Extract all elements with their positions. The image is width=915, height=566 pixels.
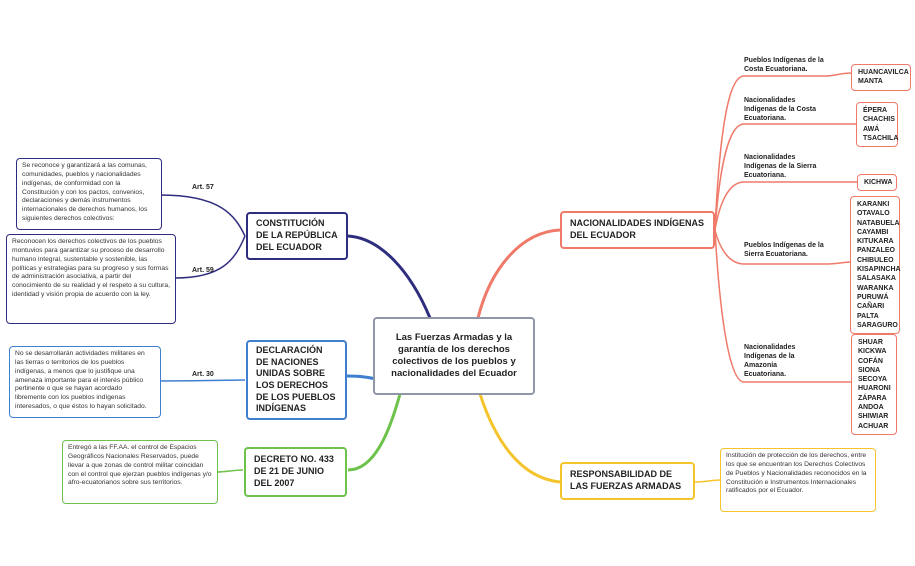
edge-nac-g3 bbox=[714, 181, 745, 231]
central-topic-label: Las Fuerzas Armadas y la garantía de los… bbox=[391, 332, 517, 379]
edge-constitucion-art57 bbox=[159, 194, 246, 237]
list-item: NATABUELA bbox=[857, 219, 900, 227]
edge-central-constitucion bbox=[347, 234, 432, 319]
list-item: TSACHILA bbox=[863, 134, 899, 142]
edge-central-nacionalidades bbox=[476, 228, 561, 319]
list-item: HUARONI bbox=[858, 385, 891, 393]
list-sierra-nacionalidades[interactable]: KICHWA bbox=[857, 174, 897, 192]
edge-decreto-note bbox=[216, 469, 244, 473]
responsabilidad-node[interactable]: RESPONSABILIDAD DE LAS FUERZAS ARMADAS bbox=[560, 462, 695, 500]
edge-nac-g2 bbox=[714, 123, 745, 231]
group-label-costa-nacionalidades: Nacionalidades Indígenas de la Costa Ecu… bbox=[744, 97, 816, 123]
list-item: OTAVALO bbox=[857, 210, 890, 218]
edge-g1-list bbox=[744, 72, 853, 77]
responsabilidad-text: Institución de protección de los derecho… bbox=[726, 452, 867, 495]
list-item: KICHWA bbox=[864, 179, 893, 186]
list-item: COFÁN bbox=[858, 357, 883, 365]
list-item: CHIBULEO bbox=[857, 256, 894, 264]
list-item: SALASAKA bbox=[857, 275, 896, 283]
list-item: KITUKARA bbox=[857, 238, 894, 246]
list-item: AWÁ bbox=[863, 125, 880, 133]
edge-declaracion-art30 bbox=[159, 379, 246, 382]
list-item: SARAGURO bbox=[857, 321, 898, 329]
art59-note[interactable]: Reconocen los derechos colectivos de los… bbox=[6, 234, 176, 324]
nacionalidades-node[interactable]: NACIONALIDADES INDÍGENAS DEL ECUADOR bbox=[560, 211, 715, 249]
decreto-node[interactable]: DECRETO NO. 433 DE 21 DE JUNIO DEL 2007 bbox=[244, 447, 347, 497]
constitucion-node[interactable]: CONSTITUCIÓN DE LA REPÚBLICA DEL ECUADOR bbox=[246, 212, 348, 260]
nacionalidades-label: NACIONALIDADES INDÍGENAS DEL ECUADOR bbox=[570, 218, 705, 240]
art57-text: Se reconoce y garantizará a las comunas,… bbox=[22, 162, 148, 223]
edge-nac-g4 bbox=[714, 229, 745, 265]
art30-note[interactable]: No se desarrollarán actividades militare… bbox=[9, 346, 161, 418]
list-item: CHACHIS bbox=[863, 116, 895, 124]
list-item: CAYAMBI bbox=[857, 228, 889, 236]
group-label-sierra-nacionalidades: Nacionalidades Indígenas de la Sierra Ec… bbox=[744, 154, 817, 180]
list-item: PURUWÁ bbox=[857, 293, 889, 301]
group-label-amazonia: Nacionalidades Indígenas de la Amazonía … bbox=[744, 344, 796, 379]
edge-central-responsabilidad bbox=[478, 393, 561, 484]
art57-label: Art. 57 bbox=[192, 184, 214, 191]
list-item: SECOYA bbox=[858, 376, 887, 384]
list-item: MANTA bbox=[858, 78, 883, 86]
edge-constitucion-art59 bbox=[174, 235, 246, 279]
list-item: PANZALEO bbox=[857, 247, 895, 255]
edge-nac-g5 bbox=[714, 229, 745, 383]
decreto-note[interactable]: Entregó a las FF.AA. el control de Espac… bbox=[62, 440, 218, 504]
art57-note[interactable]: Se reconoce y garantizará a las comunas,… bbox=[16, 158, 162, 230]
list-costa-pueblos[interactable]: HUANCAVILCA MANTA bbox=[851, 64, 911, 91]
art59-label: Art. 59 bbox=[192, 267, 214, 274]
art30-text: No se desarrollarán actividades militare… bbox=[15, 350, 147, 411]
group-label-sierra-pueblos: Pueblos Indígenas de la Sierra Ecuatoria… bbox=[744, 242, 824, 259]
edge-g4-list bbox=[744, 261, 852, 265]
art59-text: Reconocen los derechos colectivos de los… bbox=[12, 238, 170, 299]
declaracion-label: DECLARACIÓN DE NACIONES UNIDAS SOBRE LOS… bbox=[256, 344, 336, 414]
list-item: KICKWA bbox=[858, 348, 887, 356]
list-costa-nacionalidades[interactable]: ÉPERA CHACHIS AWÁ TSACHILA bbox=[856, 102, 899, 148]
list-amazonia[interactable]: SHUAR KICKWA COFÁN SIONA SECOYA HUARONI … bbox=[851, 334, 897, 435]
list-item: ANDOA bbox=[858, 404, 884, 412]
list-item: HUANCAVILCA bbox=[858, 69, 909, 76]
list-item: ACHUAR bbox=[858, 422, 889, 430]
decreto-label: DECRETO NO. 433 DE 21 DE JUNIO DEL 2007 bbox=[254, 454, 334, 488]
list-sierra-pueblos[interactable]: KARANKI OTAVALO NATABUELA CAYAMBI KITUKA… bbox=[850, 196, 901, 335]
list-item: KARANKI bbox=[857, 201, 890, 208]
list-item: SHUAR bbox=[858, 339, 883, 346]
list-item: SIONA bbox=[858, 366, 881, 374]
list-item: ÉPERA bbox=[863, 107, 888, 114]
list-item: ZÁPARA bbox=[858, 394, 887, 402]
group-label-costa-pueblos: Pueblos Indígenas de la Costa Ecuatorian… bbox=[744, 57, 824, 74]
edge-resp-note bbox=[694, 479, 722, 483]
declaracion-node[interactable]: DECLARACIÓN DE NACIONES UNIDAS SOBRE LOS… bbox=[246, 340, 347, 420]
central-topic[interactable]: Las Fuerzas Armadas y la garantía de los… bbox=[373, 317, 535, 395]
list-item: WARANKA bbox=[857, 284, 894, 292]
responsabilidad-label: RESPONSABILIDAD DE LAS FUERZAS ARMADAS bbox=[570, 469, 682, 491]
list-item: SHIWIAR bbox=[858, 413, 889, 421]
list-item: PALTA bbox=[857, 312, 879, 320]
edge-nac-g1 bbox=[714, 75, 745, 231]
edge-central-decreto bbox=[347, 393, 402, 472]
art30-label: Art. 30 bbox=[192, 371, 214, 378]
list-item: KISAPINCHA bbox=[857, 266, 901, 274]
decreto-text: Entregó a las FF.AA. el control de Espac… bbox=[68, 444, 212, 487]
responsabilidad-note[interactable]: Institución de protección de los derecho… bbox=[720, 448, 876, 512]
constitucion-label: CONSTITUCIÓN DE LA REPÚBLICA DEL ECUADOR bbox=[256, 218, 338, 252]
list-item: CAÑARI bbox=[857, 303, 885, 311]
